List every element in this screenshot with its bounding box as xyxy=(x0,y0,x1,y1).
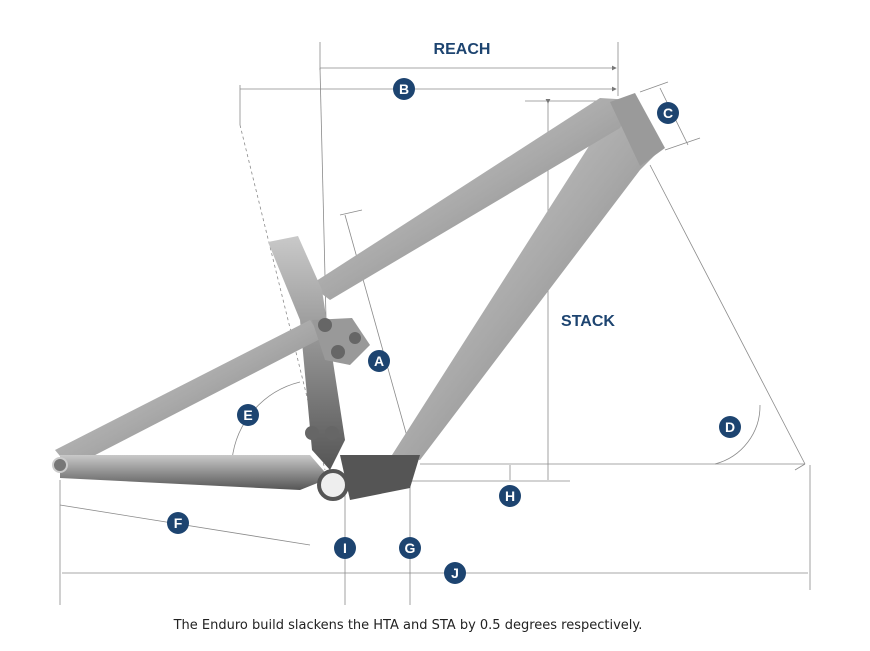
caption: The Enduro build slackens the HTA and ST… xyxy=(173,618,643,633)
pivot xyxy=(349,332,361,344)
top-tube xyxy=(310,98,632,300)
svg-text:J: J xyxy=(451,565,459,581)
pivot xyxy=(331,345,345,359)
badge-a: A xyxy=(368,350,390,372)
badge-e: E xyxy=(237,404,259,426)
svg-text:G: G xyxy=(405,540,416,556)
badge-h: H xyxy=(499,485,521,507)
seat-tube xyxy=(268,236,345,470)
bike-frame xyxy=(52,93,665,501)
badge-d: D xyxy=(719,416,741,438)
head-tube xyxy=(610,93,665,166)
badge-g: G xyxy=(399,537,421,559)
seat-stay xyxy=(55,320,322,468)
dropout xyxy=(52,457,68,473)
svg-text:H: H xyxy=(505,488,515,504)
badge-f: F xyxy=(167,512,189,534)
svg-text:B: B xyxy=(399,81,409,97)
chain-stay xyxy=(60,455,330,490)
stack-label: STACK xyxy=(561,313,615,330)
bb-area xyxy=(340,455,420,500)
bottom-bracket xyxy=(317,469,349,501)
svg-text:E: E xyxy=(243,407,252,423)
pivot xyxy=(305,426,319,440)
pivot xyxy=(318,318,332,332)
down-tube xyxy=(392,110,660,460)
badge-i: I xyxy=(334,537,356,559)
svg-text:F: F xyxy=(174,515,183,531)
badge-j: J xyxy=(444,562,466,584)
svg-text:A: A xyxy=(374,353,384,369)
svg-text:I: I xyxy=(343,540,347,556)
svg-text:C: C xyxy=(663,105,673,121)
reach-label: REACH xyxy=(434,41,491,58)
svg-text:D: D xyxy=(725,419,735,435)
pivot xyxy=(325,426,339,440)
badge-b: B xyxy=(393,78,415,100)
badge-c: C xyxy=(657,102,679,124)
